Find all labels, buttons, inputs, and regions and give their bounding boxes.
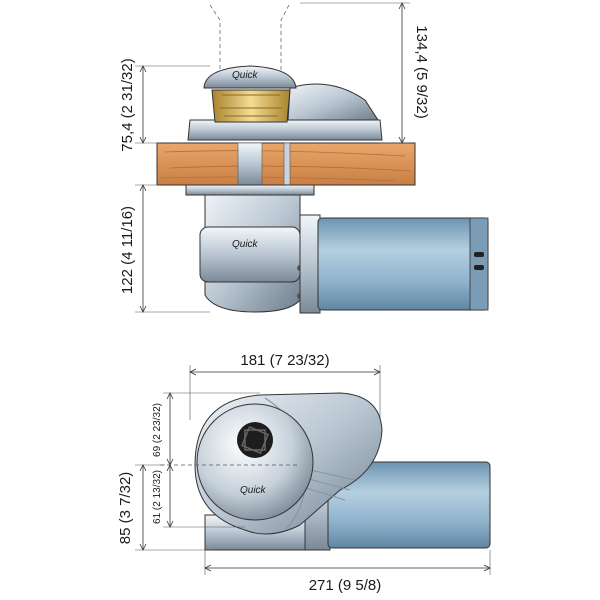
dim-arrows-length: [204, 564, 491, 572]
top-view: 181 (7 23/32) Quick 69 (2 23/32) 61 (2 1…: [117, 352, 491, 594]
motor-body: [317, 217, 489, 311]
dim-label-total-height: 134,4 (5 9/32): [413, 25, 430, 118]
dim-label-above-deck: 75,4 (2 31/32): [119, 58, 136, 151]
brand-logo-gearbox: Quick: [232, 239, 259, 250]
dim-arrows-total-height: [398, 2, 406, 144]
dim-arrows-lower: [166, 464, 174, 528]
motor-terminal-1: [474, 252, 484, 257]
dim-arrows-width: [189, 368, 381, 376]
top-cap: [203, 65, 297, 89]
dim-label-below-deck: 122 (4 11/16): [119, 206, 136, 294]
dim-label-width: 181 (7 23/32): [240, 352, 329, 369]
motor-body-top: [327, 461, 491, 549]
gearbox-cover: [199, 226, 301, 283]
dim-arrows-depth: [139, 464, 147, 551]
top-base-plate: [187, 119, 383, 141]
handle-socket: [237, 422, 273, 458]
socket-star-2: [244, 429, 266, 451]
drive-shaft: [237, 142, 263, 186]
ghost-capstan-outline: [209, 4, 290, 70]
motor-flange: [299, 214, 321, 314]
gypsy-grooves: [220, 94, 282, 117]
dim-label-depth: 85 (3 7/32): [117, 472, 134, 545]
side-view: Quick Quick 134,4 (5 9/32) 75,4 (2 31/32…: [119, 2, 489, 314]
dim-label-length: 271 (9 5/8): [309, 577, 382, 594]
dim-arrows-below-deck: [139, 184, 147, 313]
motor-terminal-2: [474, 265, 484, 270]
under-deck-flange: [185, 184, 315, 196]
dim-arrows-above-deck: [139, 65, 147, 144]
cover-vent-lines: [299, 469, 356, 501]
top-cover: [287, 83, 379, 121]
gypsy-disc-top: [196, 403, 314, 521]
dim-label-upper: 69 (2 23/32): [152, 403, 163, 457]
gypsy-wheel: [211, 89, 291, 123]
motor-end-cap: [469, 217, 489, 311]
stud-bolt: [283, 142, 291, 186]
brand-logo-top: Quick: [232, 70, 259, 81]
dim-label-lower: 61 (2 13/32): [152, 470, 163, 524]
brand-logo-cover: Quick: [240, 485, 267, 496]
